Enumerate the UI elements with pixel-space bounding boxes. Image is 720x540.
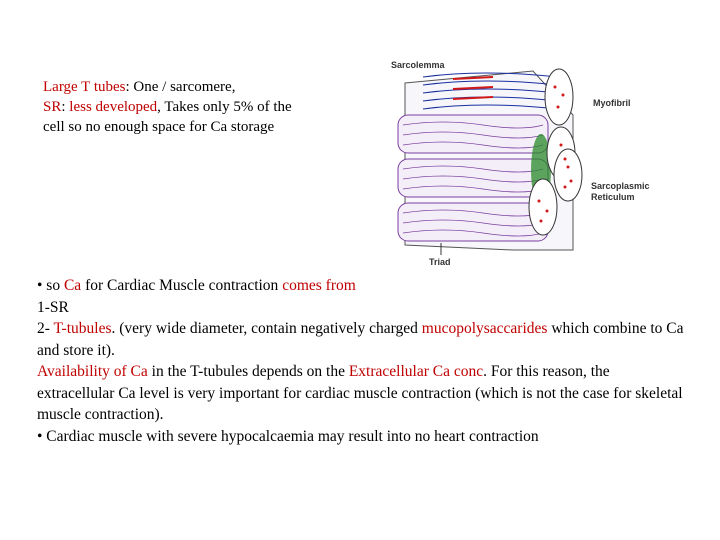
t-tubes-line: Large T tubes: One / sarcomere, xyxy=(43,77,363,97)
triad-label: Triad xyxy=(429,257,451,267)
paragraph-availability: Availability of Ca in the T-tubules depe… xyxy=(37,361,687,426)
comes-from-term: comes from xyxy=(282,277,356,294)
bullet-prefix: • so xyxy=(37,277,64,294)
storage-line: cell so no enough space for Ca storage xyxy=(43,119,275,135)
sr-desc: , Takes only 5% of the xyxy=(157,99,292,115)
t-tubes-desc: : One / sarcomere, xyxy=(125,79,236,95)
sr-line: SR: less developed, Takes only 5% of the xyxy=(43,97,363,117)
mucopolysaccarides-term: mucopolysaccarides xyxy=(421,320,548,337)
t-tubes-term: Large T tubes xyxy=(43,79,126,95)
less-developed-term: less developed xyxy=(69,99,158,115)
muscle-fiber-illustration xyxy=(397,68,583,255)
t-tubules-term: T-tubules xyxy=(53,320,112,337)
ca-term: Ca xyxy=(63,277,82,294)
muscle-fiber-diagram: Sarcolemma Myofibril Sarcoplasmic Reticu… xyxy=(383,55,683,270)
extracellular-ca-term: Extracellular Ca conc xyxy=(348,363,484,380)
sr-label-line2: Reticulum xyxy=(591,192,635,202)
p3-prefix: 2- xyxy=(37,320,54,337)
sr-colon: : xyxy=(61,99,70,115)
sarcolemma-label: Sarcolemma xyxy=(391,60,445,70)
sr-label-line1: Sarcoplasmic xyxy=(591,181,650,191)
p4-text-end: . For this reason, the extracellular Ca … xyxy=(37,363,683,423)
paragraph-t-tubules: 2- T-tubules. (very wide diameter, conta… xyxy=(37,318,687,361)
myofibril-label: Myofibril xyxy=(593,98,631,108)
paragraph-ca-source: • so Ca for Cardiac Muscle contraction c… xyxy=(37,275,687,297)
paragraph-hypocalcaemia: • Cardiac muscle with severe hypocalcaem… xyxy=(37,427,539,445)
top-text-block: Large T tubes: One / sarcomere, SR: less… xyxy=(43,77,363,137)
availability-term: Availability of Ca xyxy=(37,363,148,380)
sr-term: SR xyxy=(43,99,62,115)
p3-text: . (very wide diameter, contain negativel… xyxy=(111,320,422,337)
paragraph-sr: 1-SR xyxy=(37,298,69,316)
p3-text-end: which combine to Ca and store it). xyxy=(37,320,684,359)
p1-text: for Cardiac Muscle contraction xyxy=(81,277,283,294)
main-text-block: • so Ca for Cardiac Muscle contraction c… xyxy=(37,275,687,447)
p4-text: in the T-tubules depends on the xyxy=(147,363,349,380)
